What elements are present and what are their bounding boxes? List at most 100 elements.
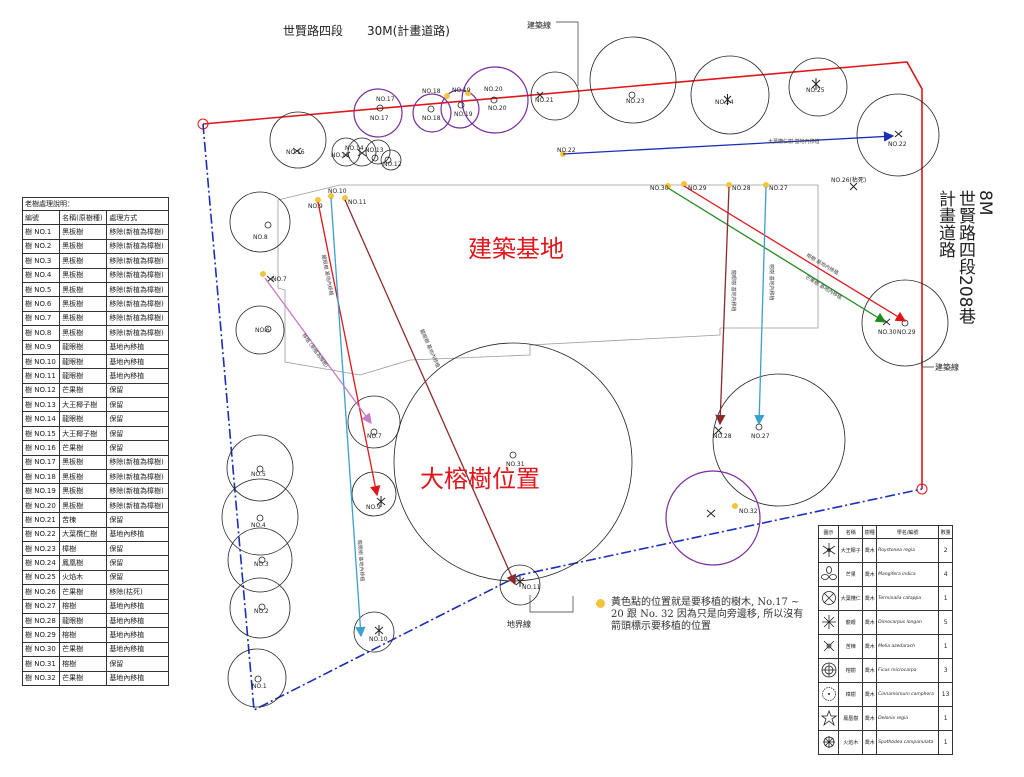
label-19: NO.19 (454, 111, 473, 118)
banyan-position-title: 大榕樹位置 (420, 465, 540, 493)
legend-cell-name: 火焰木 (59, 569, 108, 586)
label-10: NO.10 (369, 636, 388, 643)
tree-14-canopy (347, 137, 377, 167)
label-4: NO.4 (251, 522, 266, 529)
dot-11 (342, 195, 348, 201)
marker-22 (894, 130, 903, 138)
label-9-origin: NO.9 (308, 203, 323, 210)
marker-5 (256, 465, 264, 473)
legend-cell-number: 樹 NO.18 (21, 469, 61, 485)
origin-dots (260, 90, 769, 509)
legend-cell-name: 黑板樹 (59, 296, 108, 312)
label-20-origin: NO.20 (484, 86, 503, 93)
arrow-28 (715, 186, 730, 426)
label-29-origin: NO.29 (688, 185, 707, 192)
legend-cell-number: 樹 NO.11 (21, 368, 61, 384)
marker-12 (384, 156, 392, 164)
label-17-origin: NO.17 (376, 96, 395, 103)
legend-cell-number: 樹 NO.21 (21, 512, 61, 528)
legend-cell-number: 樹 NO.27 (21, 598, 61, 614)
label-11-origin: NO.11 (348, 199, 367, 206)
tree-8-canopy (229, 191, 291, 253)
arrow-29 (683, 185, 907, 322)
legend-cell-action: 移除(新植為樟樹) (106, 296, 169, 312)
tree-20-canopy (461, 66, 529, 134)
marker-4 (256, 514, 264, 522)
marker-26 (849, 182, 858, 191)
building-site-title: 建築基地 (468, 235, 564, 263)
longan-icon (817, 610, 840, 635)
legend-cell-name: 芒果樹 (59, 440, 108, 456)
dot-32 (732, 503, 738, 509)
build-line-right-label: 建築線 (935, 362, 959, 372)
label-12: NO.12 (383, 161, 402, 168)
legend-cell-number: 樹 NO.9 (21, 339, 61, 355)
legend-cell-action: 移除(新植為樟樹) (106, 281, 169, 298)
label-19-origin: NO.19 (452, 87, 471, 94)
species-cell-qty: 4 (938, 562, 953, 587)
marker-15 (341, 151, 351, 159)
legend-cell-name: 龍眼樹 (59, 368, 108, 384)
camphor-icon (817, 682, 840, 707)
tree-2-canopy (229, 577, 291, 639)
marker-20 (490, 96, 498, 104)
legend-cell-name: 龍眼樹 (59, 411, 108, 427)
species-cell-qty: 1 (938, 586, 953, 611)
legend-cell-action: 保留 (106, 397, 169, 413)
legend-cell-name: 芒果樹 (59, 382, 108, 399)
legend-cell-number: 樹 NO.19 (21, 483, 61, 499)
species-header-qty: 數量 (938, 525, 953, 539)
legend-cell-action: 移除(新植為樟樹) (106, 267, 169, 283)
tree-27-canopy (712, 373, 846, 507)
label-6: NO.6 (255, 327, 270, 334)
label-32: NO.32 (739, 508, 758, 515)
legend-cell-number: 樹 NO.26 (21, 584, 61, 600)
arrow-22-label: 大葉欖仁樹 基地內移植 (768, 138, 820, 145)
marker-25 (811, 78, 821, 90)
label-1: NO.1 (252, 683, 267, 690)
banyan-icon (817, 658, 840, 683)
label-10-origin: NO.10 (328, 188, 347, 195)
marker-16 (292, 147, 302, 155)
arrow-11-label: 龍眼樹 基地內移植 (418, 328, 441, 369)
legend-cell-name: 樟樹 (59, 540, 108, 557)
legend-cell-number: 樹 NO.2 (21, 238, 61, 255)
legend-cell-number: 樹 NO.23 (21, 540, 61, 557)
boundary-line-label: 地界線 (507, 619, 531, 629)
legend-cell-action: 保留 (106, 540, 169, 557)
species-cell-qty: 2 (938, 538, 953, 563)
legend-cell-name: 黑板樹 (59, 469, 108, 485)
legend-cell-name: 龍眼樹 (59, 353, 108, 370)
species-cell-sci: Cinnamomum camphora (876, 682, 940, 707)
legend-table-title: 老樹處理說明： (22, 197, 169, 211)
legend-cell-number: 樹 NO.12 (21, 382, 61, 399)
label-2: NO.2 (254, 608, 269, 615)
label-5: NO.5 (251, 471, 266, 478)
legend-cell-action: 移除(新植為樟樹) (106, 469, 169, 485)
label-18: NO.18 (422, 115, 441, 122)
marker-14 (357, 149, 367, 157)
legend-cell-action: 移除(新植為樟樹) (106, 253, 169, 269)
legend-cell-action: 移除(新植為樟樹) (106, 483, 169, 499)
boundary-blue-line (202, 123, 923, 712)
legend-cell-action: 基地內移植 (106, 641, 169, 658)
tree-11-canopy (499, 564, 541, 606)
arrow-27 (754, 186, 767, 426)
legend-cell-name: 黑板樹 (59, 483, 108, 499)
marker-1 (254, 675, 262, 683)
arrow-30 (667, 187, 887, 323)
